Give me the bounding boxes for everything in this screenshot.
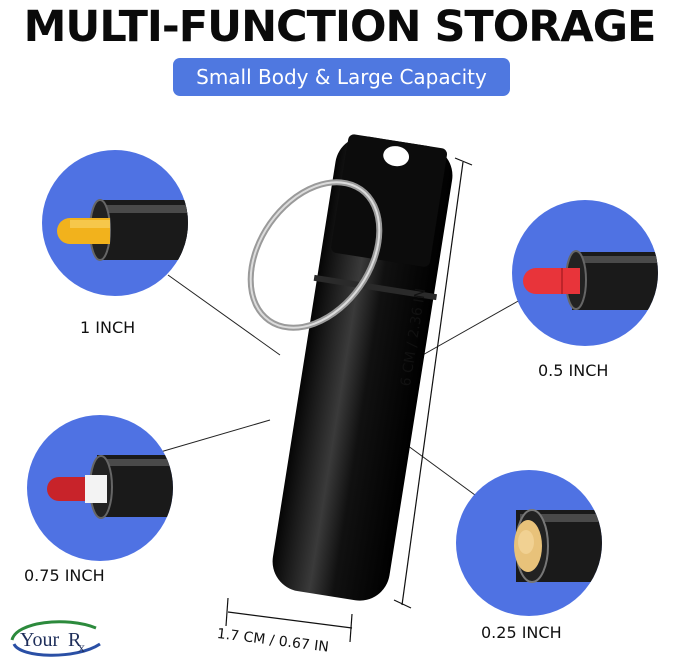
svg-text:R: R xyxy=(68,629,82,651)
leader-line-0-25-inch xyxy=(399,439,476,496)
leader-line-1-inch xyxy=(167,274,281,356)
label-0-75-inch: 0.75 INCH xyxy=(24,566,105,585)
capsule-view-0-5-inch xyxy=(512,200,658,346)
svg-text:Your: Your xyxy=(20,629,59,651)
yourrx-logo-icon: Your R x xyxy=(10,620,101,657)
subtitle-badge: Small Body & Large Capacity xyxy=(173,58,510,96)
brand-logo: Your R x xyxy=(6,614,106,667)
label-1-inch: 1 INCH xyxy=(80,318,136,337)
capsule-container xyxy=(272,134,453,601)
capsule-view-0-25-inch xyxy=(456,470,602,616)
capsule-view-0-75-inch xyxy=(27,415,173,561)
label-0-25-inch: 0.25 INCH xyxy=(481,623,562,642)
width-dimension-line xyxy=(225,597,353,643)
page-title: MULTI-FUNCTION STORAGE xyxy=(23,2,657,52)
label-0-5-inch: 0.5 INCH xyxy=(538,361,609,380)
capsule-view-1-inch xyxy=(42,150,188,296)
leader-line-0-75-inch xyxy=(149,419,271,456)
height-dimension-line xyxy=(393,157,473,609)
svg-text:x: x xyxy=(78,641,85,656)
